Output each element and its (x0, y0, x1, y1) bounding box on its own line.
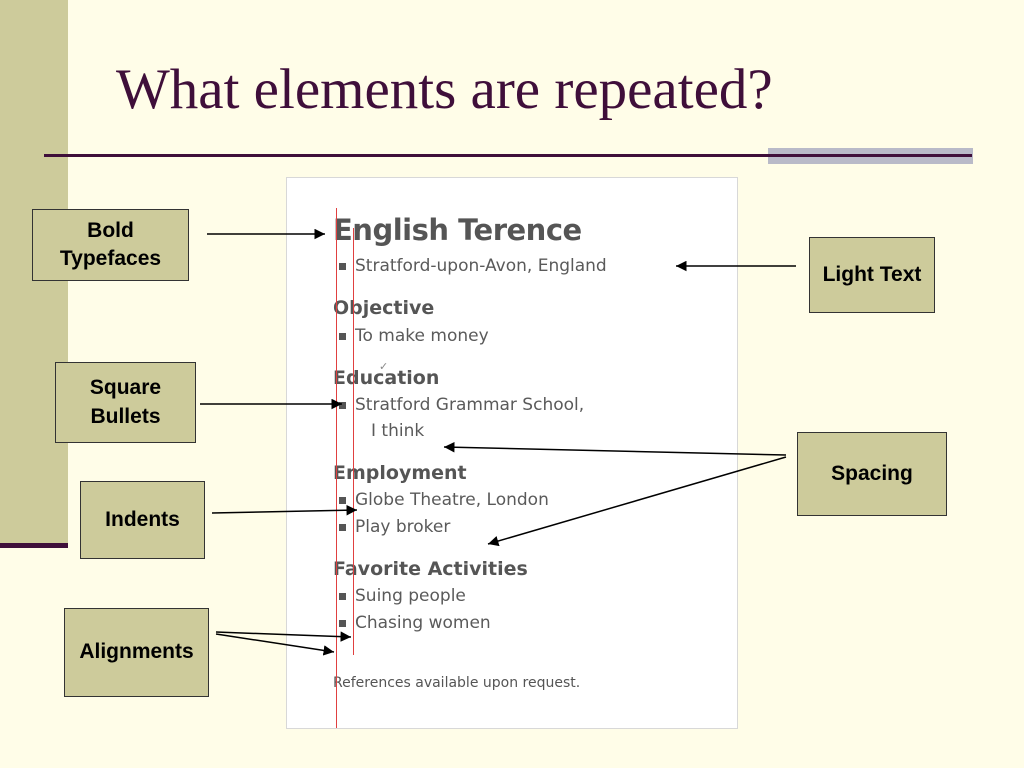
resume-heading-employment: Employment (333, 462, 467, 484)
resume-item-text: Suing people (355, 586, 466, 606)
callout-bold-typefaces: Bold Typefaces (32, 209, 189, 281)
resume-location: Stratford-upon-Avon, England (355, 256, 607, 276)
callout-square-bullets-line2: Bullets (90, 404, 161, 428)
callout-alignments: Alignments (64, 608, 209, 697)
callout-light-text: Light Text (809, 237, 935, 313)
resume-footer: References available upon request. (333, 675, 581, 691)
callout-bold-typefaces-line2: Typefaces (59, 247, 162, 270)
resume-item-text: Chasing women (355, 613, 491, 633)
resume-item-continuation: I think (371, 421, 425, 441)
pen-mark: ✓ (379, 360, 389, 373)
square-bullet (339, 263, 346, 270)
resume-item-text: Globe Theatre, London (355, 490, 549, 510)
resume-item: To make money (339, 326, 489, 346)
resume-location-item: Stratford-upon-Avon, England (339, 256, 607, 276)
resume-item: Globe Theatre, London (339, 490, 549, 510)
left-decor-band-accent (0, 543, 68, 548)
resume-heading-activities: Favorite Activities (333, 558, 528, 580)
resume-item: Stratford Grammar School, (339, 395, 585, 415)
callout-spacing: Spacing (797, 432, 947, 516)
callout-bold-typefaces-line1: Bold (87, 218, 134, 242)
square-bullet (339, 593, 346, 600)
square-bullet (339, 524, 346, 531)
resume-item: Suing people (339, 586, 466, 606)
title-rule (44, 154, 972, 157)
alignment-guide-line-outer (336, 208, 337, 728)
resume-item-text: Stratford Grammar School, (355, 395, 585, 415)
resume-heading-education: Education (333, 367, 440, 389)
callout-light-text-label: Light Text (822, 262, 922, 286)
callout-square-bullets: Square Bullets (55, 362, 196, 443)
callout-indents: Indents (80, 481, 205, 559)
slide-title: What elements are repeated? (116, 58, 773, 121)
resume-image: English Terence Stratford-upon-Avon, Eng… (286, 177, 738, 729)
callout-indents-label: Indents (105, 507, 180, 531)
callout-square-bullets-line1: Square (89, 376, 162, 400)
resume-heading-objective: Objective (333, 297, 435, 319)
callout-alignments-label: Alignments (79, 640, 194, 664)
square-bullet (339, 620, 346, 627)
square-bullet (339, 402, 346, 409)
alignment-guide-line-inner (353, 228, 354, 655)
resume-item: Play broker (339, 517, 451, 537)
resume-item-text: Play broker (355, 517, 451, 537)
resume-item-text: To make money (355, 326, 489, 346)
square-bullet (339, 497, 346, 504)
resume-name: English Terence (333, 213, 582, 247)
resume-item: Chasing women (339, 613, 491, 633)
square-bullet (339, 333, 346, 340)
callout-spacing-label: Spacing (831, 461, 913, 485)
